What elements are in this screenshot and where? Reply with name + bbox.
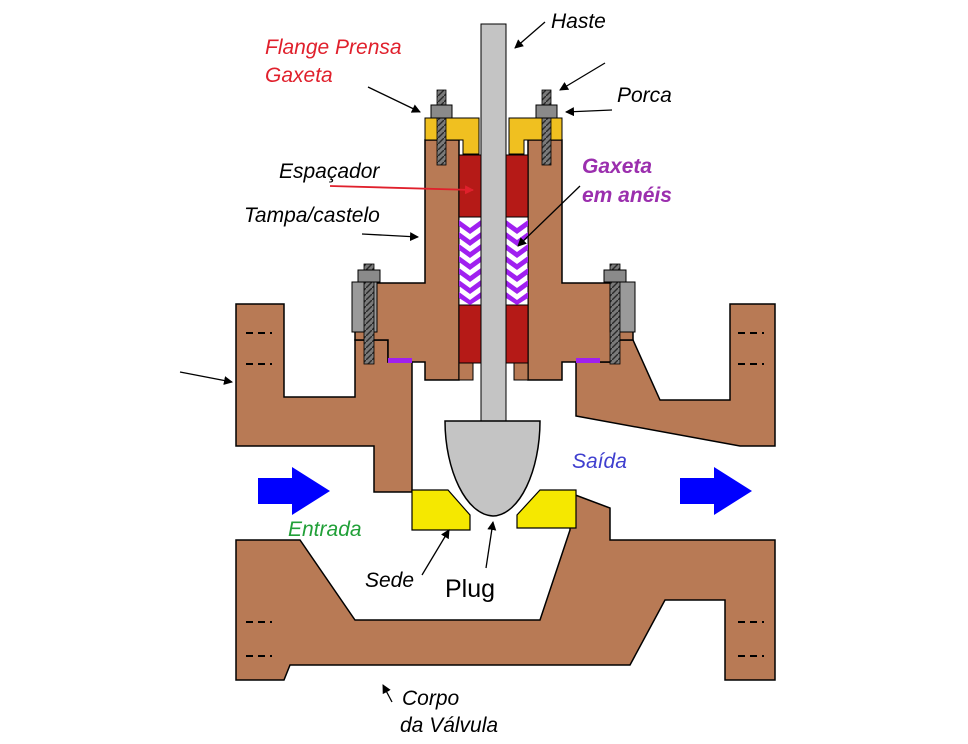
gland-stud-right — [541, 89, 552, 166]
leader-tampa — [361, 232, 419, 242]
label-porca: Porca — [617, 84, 672, 107]
leader-corpo — [382, 684, 393, 703]
leader-espacador — [329, 185, 474, 195]
right-arrow-icon — [258, 467, 330, 515]
right-arrow-icon — [680, 467, 752, 515]
seat-left — [411, 489, 471, 531]
gasket-right — [576, 358, 600, 363]
label-flange-line1: Flange Prensa — [265, 36, 402, 59]
label-gaxeta-line2: em anéis — [582, 184, 672, 207]
gasket-left — [388, 358, 412, 363]
label-haste: Haste — [551, 10, 606, 33]
gland-stud-left — [436, 89, 447, 166]
spacer-upper-left — [458, 154, 482, 218]
spacer-upper-right — [505, 154, 529, 218]
leader-sede — [421, 529, 450, 576]
label-plug: Plug — [445, 575, 495, 603]
packing-rings-left — [458, 216, 482, 306]
label-corpo-line1: Corpo — [402, 687, 460, 710]
leader-haste — [514, 21, 546, 49]
label-entrada: Entrada — [288, 518, 362, 541]
nut-left — [357, 269, 381, 283]
label-sede: Sede — [365, 569, 414, 592]
label-tampa: Tampa/castelo — [244, 204, 380, 227]
gland-nut-right — [535, 104, 558, 119]
leader-porca-2 — [565, 107, 613, 117]
stud-bolt-right — [609, 263, 621, 365]
leader-gaxeta — [517, 185, 581, 247]
stud-bolt-left — [363, 263, 375, 365]
spacer-lower-right — [505, 304, 529, 364]
label-corpo-line2: da Válvula — [400, 714, 498, 737]
leader-flange — [367, 86, 421, 113]
leader-body-flange — [179, 371, 233, 385]
nut-right — [603, 269, 627, 283]
valve-plug — [444, 420, 541, 517]
spacer-lower-left — [458, 304, 482, 364]
label-gaxeta-line1: Gaxeta — [582, 155, 652, 178]
gland-nut-left — [430, 104, 453, 119]
label-flange-line2: Gaxeta — [265, 64, 333, 87]
label-espacador: Espaçador — [279, 160, 380, 183]
packing-rings-right — [505, 216, 529, 306]
leader-porca-1 — [559, 62, 606, 91]
seat-right — [516, 489, 577, 529]
leader-plug — [485, 521, 497, 569]
label-saida: Saída — [572, 450, 627, 473]
valve-stem — [480, 23, 507, 425]
valve-body-lower — [235, 491, 776, 681]
